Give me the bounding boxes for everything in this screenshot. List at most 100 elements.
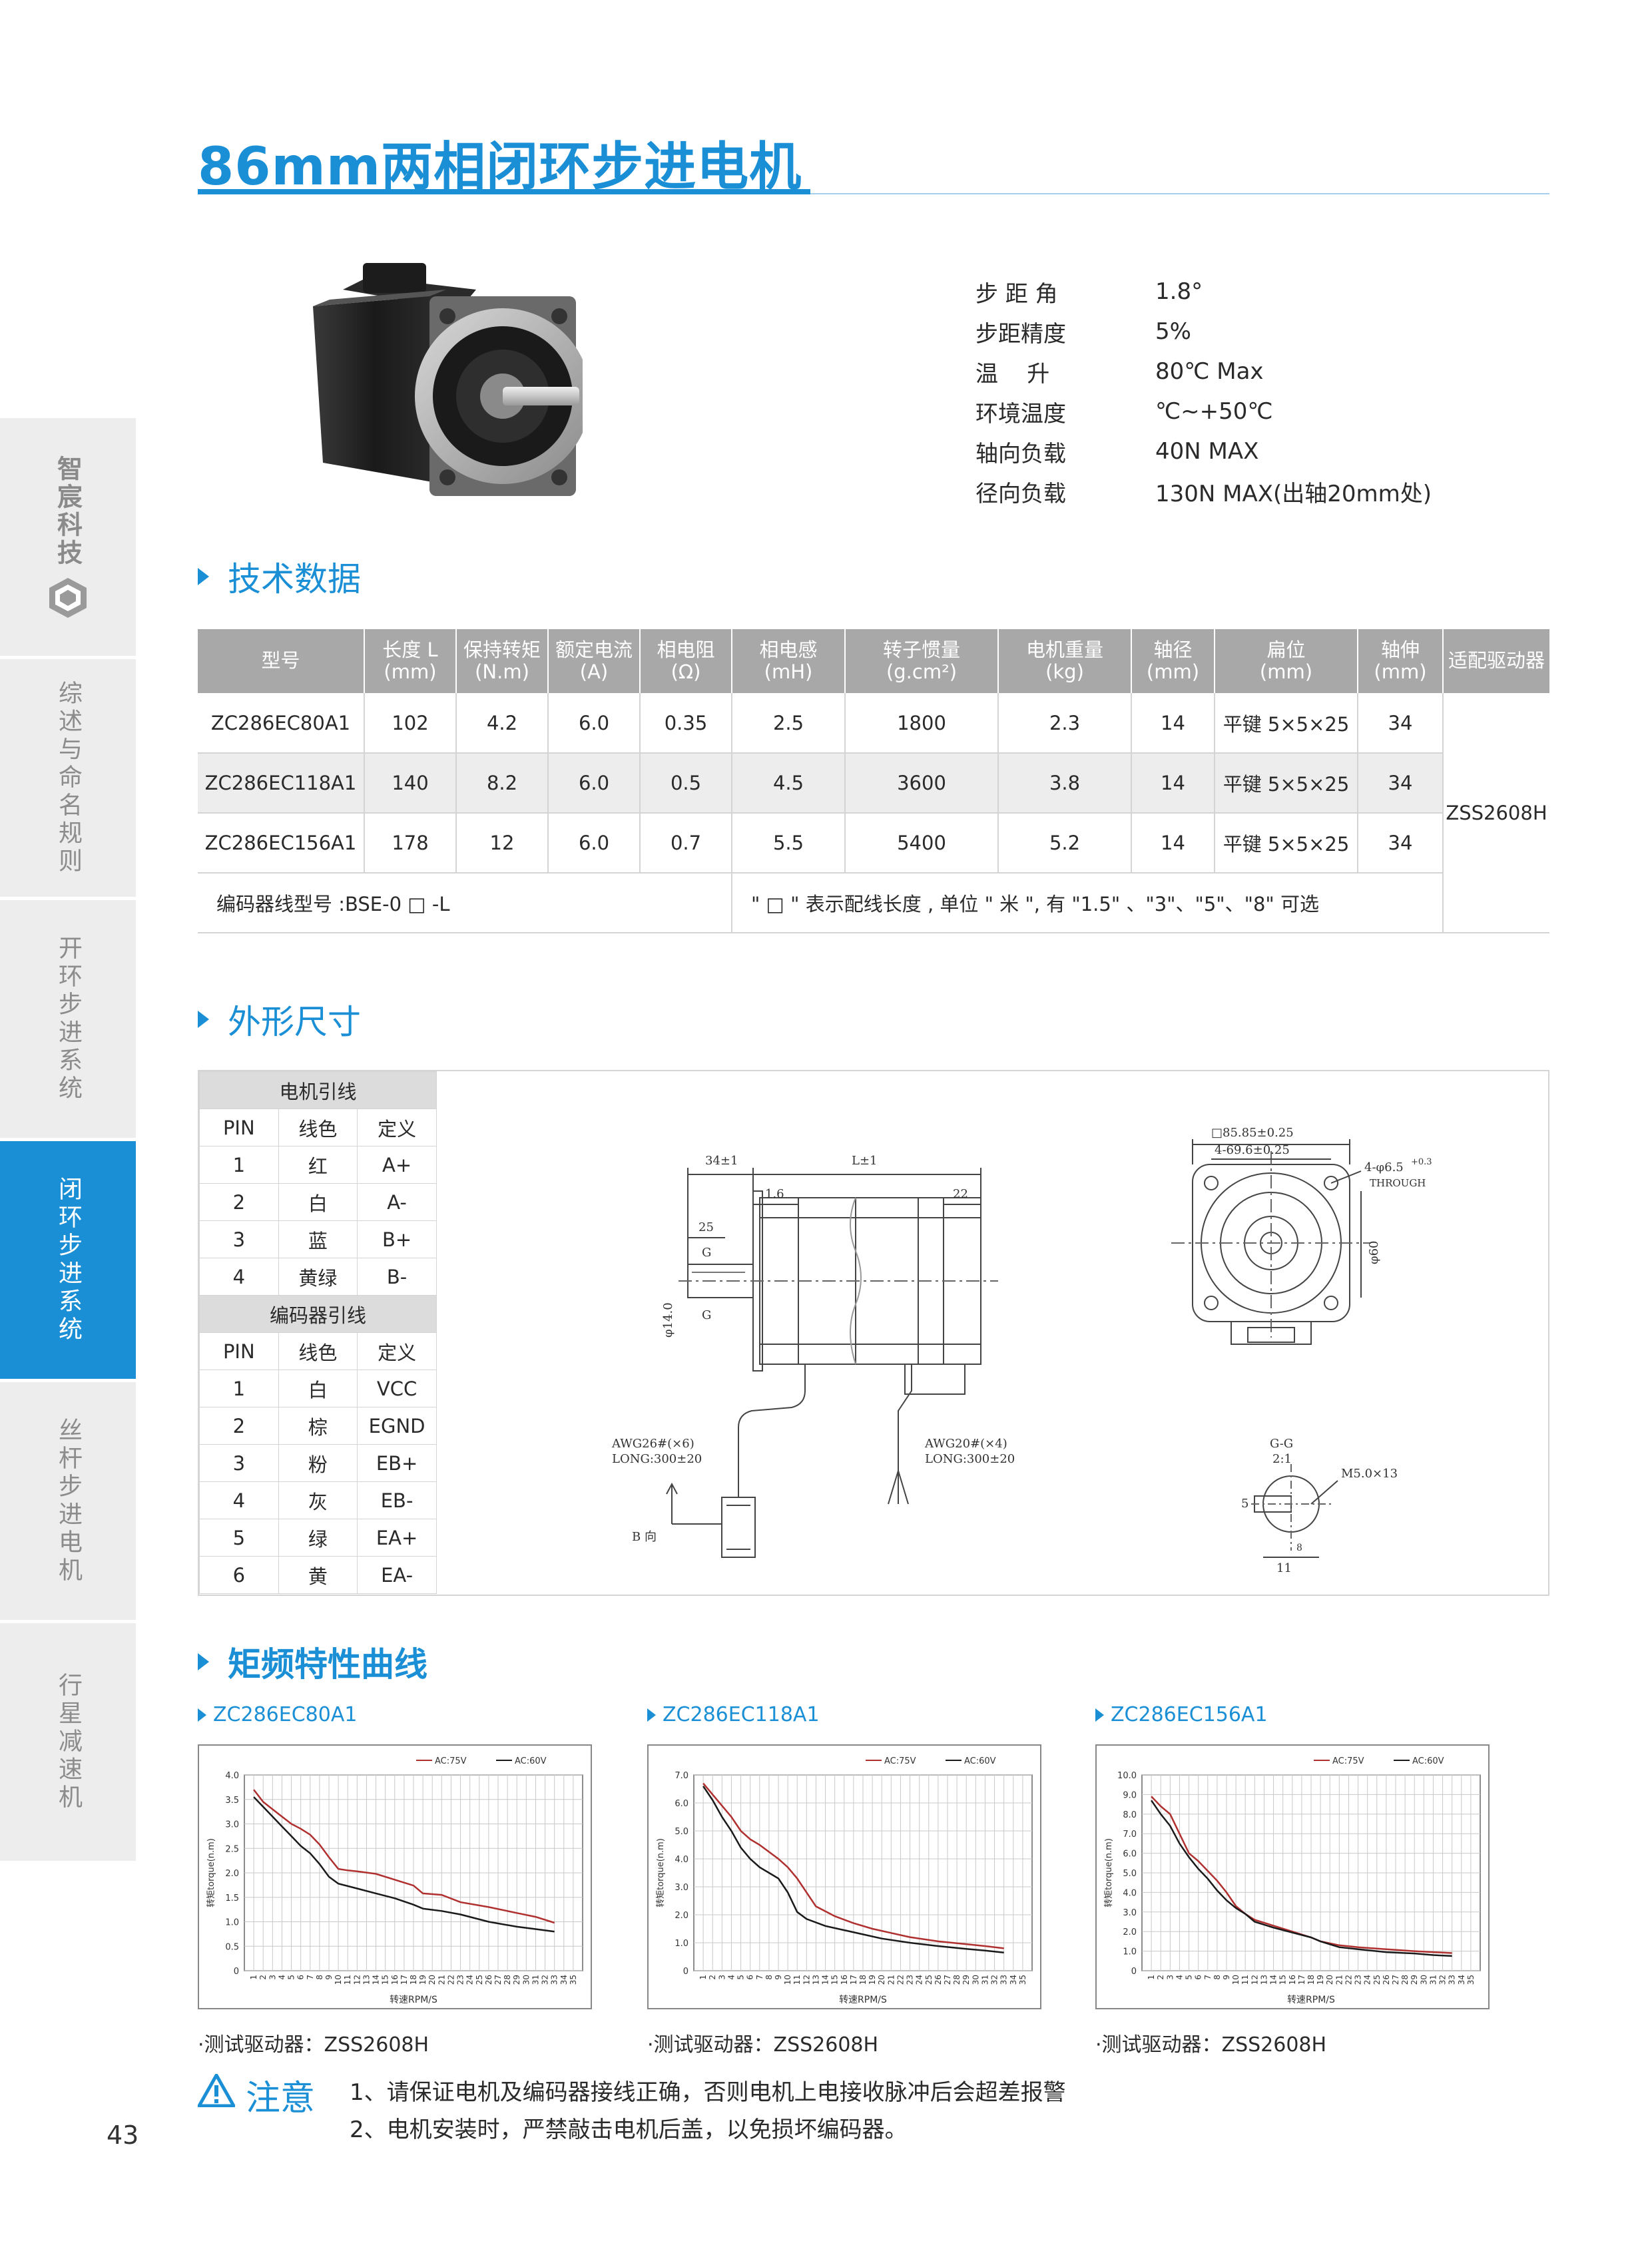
awg20-length-label: LONG:300±20 [925,1452,1015,1466]
sidebar-item-label: 开环步进系统 [55,935,82,1103]
x-tick-label: 22 [1344,1975,1353,1985]
sidebar-item-overview[interactable]: 综述与命名规则 [0,659,136,900]
x-tick-label: 27 [1391,1975,1400,1985]
x-tick-label: 30 [1419,1975,1428,1985]
x-tick-label: 2 [1156,1975,1165,1980]
spec-value: 1.8° [1155,278,1203,305]
x-axis-label: 转速RPM/S [390,1995,437,2005]
x-tick-label: 28 [503,1975,512,1985]
y-tick-label: 6.0 [675,1799,688,1809]
x-tick-label: 19 [1316,1975,1325,1985]
y-axis-label: 转矩torque(n.m) [656,1838,666,1907]
spec-label: 步 距 角 [975,280,1058,308]
notice-line-1: 1、请保证电机及编码器接线正确，否则电机上电接收脉冲后会超差报警 [350,2079,1066,2106]
table-cell: 0.5 [640,753,732,814]
table-header: PIN [199,1332,279,1370]
table-cell: 34 [1358,813,1444,874]
model-arrow-icon [647,1708,656,1722]
y-tick-label: 2.0 [675,1911,688,1921]
x-tick-label: 24 [465,1975,475,1985]
x-tick-label: 29 [962,1975,971,1985]
x-tick-label: 21 [1334,1975,1344,1985]
table-cell: 4.2 [456,693,549,754]
sidebar-item-lead-screw[interactable]: 丝杆步进电机 [0,1382,136,1623]
legend-label: AC:60V [515,1756,547,1766]
chart-model: ZC286EC80A1 [198,1703,597,1726]
chart-model-label: ZC286EC156A1 [1111,1703,1268,1726]
table-cell: 黄绿 [278,1258,358,1296]
x-tick-label: 14 [821,1975,830,1985]
brand-name: 智宸科技 [53,455,83,567]
table-cell: 1 [199,1146,279,1184]
chart-model: ZC286EC156A1 [1095,1703,1495,1726]
table-header: 额定电流(A) [548,629,641,693]
table-row: ZC286EC80A1 102 4.2 6.0 0.35 2.5 1800 2.… [198,693,1549,933]
y-tick-label: 8.0 [1123,1810,1137,1820]
x-tick-label: 30 [521,1975,531,1985]
y-tick-label: 5.0 [1123,1869,1137,1879]
section-gg-label: G-G [1270,1437,1293,1451]
x-tick-label: 12 [1250,1975,1259,1985]
table-header: 相电感(mH) [732,629,846,693]
awg20-label: AWG20#(×4) [924,1437,1007,1451]
table-cell: 白 [278,1183,358,1221]
table-header-row: 型号 长度 L(mm) 保持转矩(N.m) 额定电流(A) 相电阻(Ω) 相电感… [198,629,1549,693]
table-cell: 灰 [278,1481,358,1519]
table-cell: 黄 [278,1556,358,1594]
table-cell: 8.2 [456,753,549,814]
table-cell: 4 [199,1258,279,1296]
x-tick-label: 6 [296,1975,306,1980]
x-tick-label: 3 [268,1975,277,1980]
table-cell: 14 [1131,753,1215,814]
x-tick-label: 13 [1259,1975,1268,1985]
x-tick-label: 34 [1009,1975,1018,1985]
x-tick-label: 31 [1428,1975,1438,1985]
sidebar-item-closed-loop[interactable]: 闭环步进系统 [0,1141,136,1382]
x-tick-label: 33 [550,1975,559,1985]
x-tick-label: 34 [559,1975,569,1985]
table-cell: 3 [199,1220,279,1258]
y-tick-label: 3.0 [675,1883,688,1893]
cable-length-note: " □ " 表示配线长度 , 单位 " 米 ", 有 "1.5" 、"3"、"5… [732,873,1444,933]
table-cell: B- [357,1258,437,1296]
legend-label: AC:60V [964,1756,996,1766]
x-tick-label: 32 [1438,1975,1448,1985]
title-rule [810,193,1549,194]
table-cell: 红 [278,1146,358,1184]
x-tick-label: 3 [1165,1975,1175,1980]
x-tick-label: 27 [493,1975,503,1985]
table-header: 线色 [278,1332,358,1370]
x-tick-label: 33 [1448,1975,1457,1985]
table-cell: ZC286EC80A1 [198,693,365,754]
encoder-cable-note: 编码器线型号 :BSE-0 □ -L [198,873,732,933]
table-header: 定义 [357,1109,437,1146]
table-cell: 3600 [845,753,999,814]
x-tick-label: 25 [1372,1975,1382,1985]
x-tick-label: 10 [783,1975,792,1985]
tech-data-table: 型号 长度 L(mm) 保持转矩(N.m) 额定电流(A) 相电阻(Ω) 相电感… [198,629,1549,933]
x-tick-label: 9 [774,1975,783,1980]
table-cell: 6.0 [548,693,641,754]
sidebar-item-open-loop[interactable]: 开环步进系统 [0,900,136,1141]
table-cell: 6.0 [548,813,641,874]
sidebar-item-label: 综述与命名规则 [55,680,82,876]
encoder-leads-title: 编码器引线 [199,1295,437,1333]
holes-tolerance-label: +0.3 [1411,1157,1432,1167]
spec-value: 40N MAX [1155,438,1259,465]
series-line [253,1789,555,1924]
table-cell: EB+ [357,1444,437,1482]
x-tick-label: 8 [1213,1975,1222,1980]
table-cell: 14 [1131,813,1215,874]
x-tick-label: 8 [315,1975,324,1980]
x-tick-label: 35 [569,1975,578,1985]
sidebar-item-planetary[interactable]: 行星减速机 [0,1623,136,1864]
x-tick-label: 26 [1382,1975,1391,1985]
x-tick-label: 28 [952,1975,962,1985]
